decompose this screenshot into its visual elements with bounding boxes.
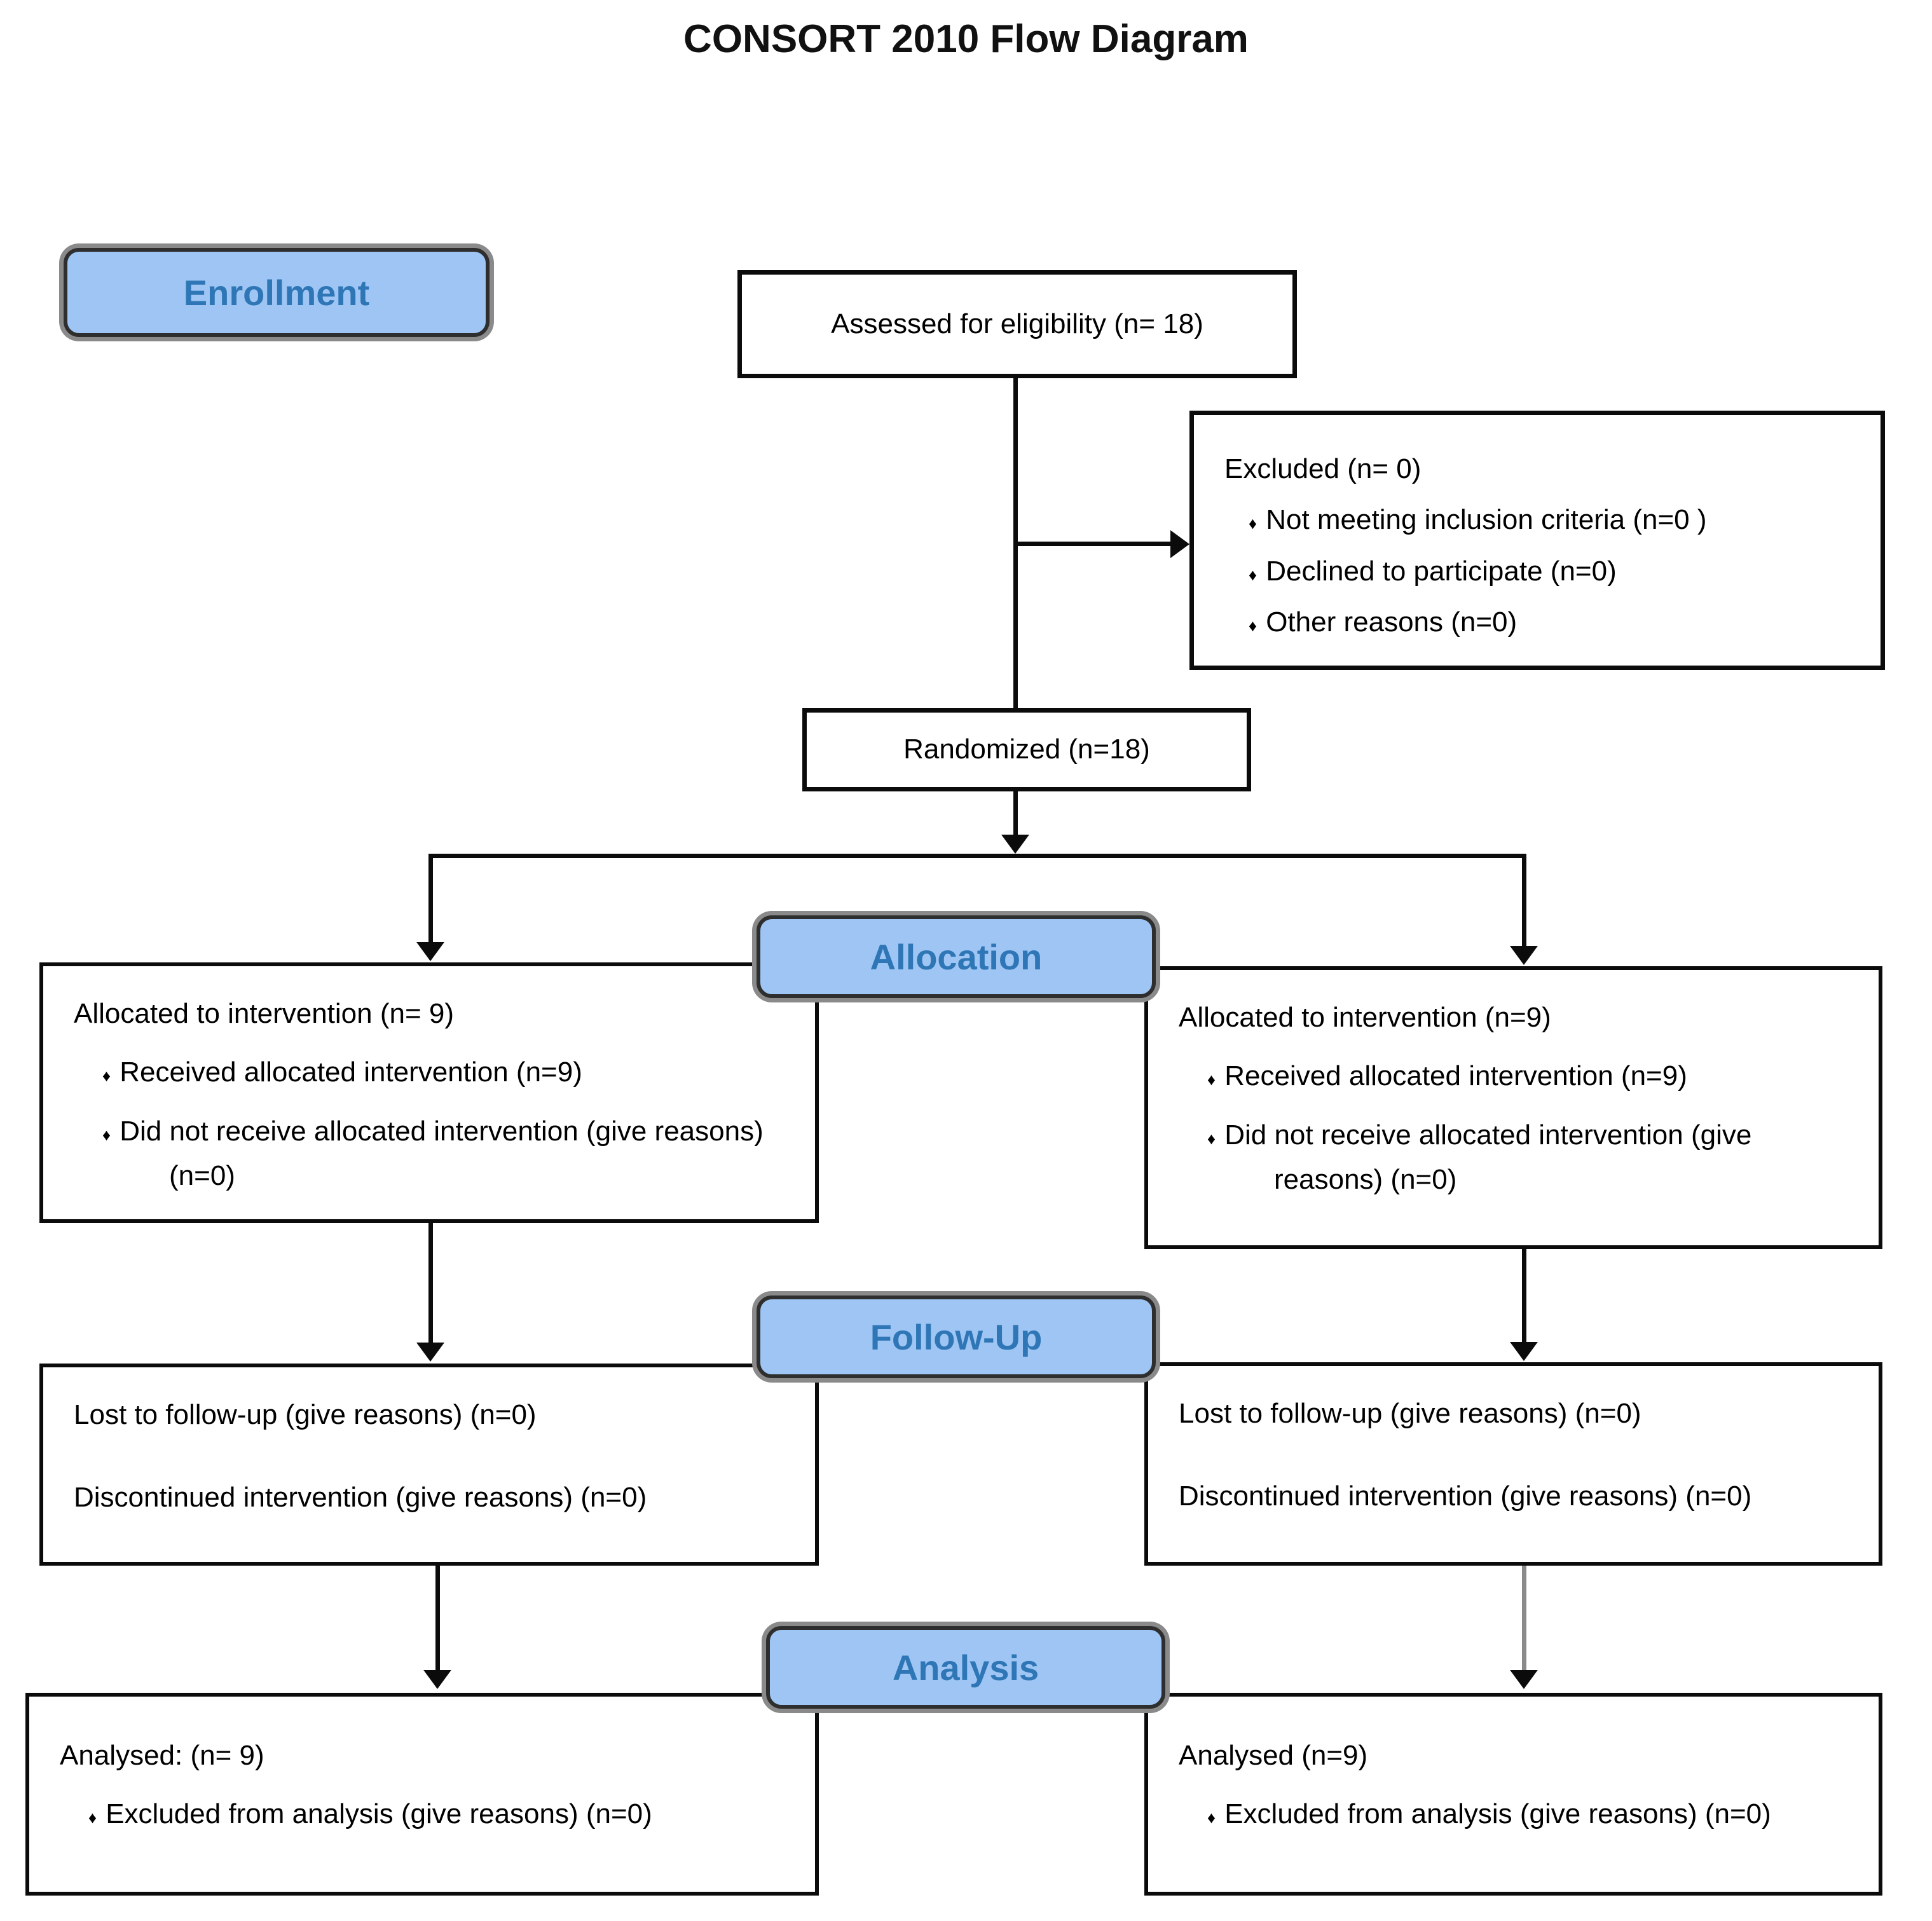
analysis-left-heading: Analysed: (n= 9) [60, 1740, 264, 1771]
stage-badge-analysis: Analysis [766, 1626, 1165, 1709]
assessed-box: Assessed for eligibility (n= 18) [737, 270, 1297, 378]
followup-left-box: Lost to follow-up (give reasons) (n=0) D… [39, 1364, 819, 1566]
stage-badge-enrollment-label: Enrollment [183, 272, 370, 313]
arrowhead-analysis-left [423, 1670, 451, 1689]
stage-badge-allocation: Allocation [757, 915, 1156, 998]
arrowhead-followup-left [416, 1343, 444, 1362]
analysis-right-box: Analysed (n=9) Excluded from analysis (g… [1144, 1693, 1882, 1896]
analysis-left-bullet: Excluded from analysis (give reasons) (n… [60, 1792, 791, 1836]
connector-branch-to-excluded [1015, 542, 1173, 546]
connector-followup-to-analysis-right [1522, 1566, 1526, 1671]
connector-split-to-alloc-left [428, 854, 433, 944]
allocation-left-heading: Allocated to intervention (n= 9) [74, 998, 455, 1029]
followup-right-line: Lost to follow-up (give reasons) (n=0) [1179, 1398, 1641, 1429]
connector-alloc-to-followup-right [1522, 1249, 1526, 1343]
stage-badge-enrollment: Enrollment [64, 248, 490, 337]
allocation-left-bullet: Did not receive allocated intervention (… [74, 1109, 791, 1199]
excluded-bullet-list: Not meeting inclusion criteria (n=0 ) De… [1224, 498, 1856, 645]
excluded-bullet: Declined to participate (n=0) [1224, 549, 1856, 594]
followup-right-line: Discontinued intervention (give reasons)… [1179, 1480, 1752, 1512]
analysis-right-bullet-list: Excluded from analysis (give reasons) (n… [1179, 1792, 1854, 1836]
excluded-bullet: Not meeting inclusion criteria (n=0 ) [1224, 498, 1856, 542]
arrowhead-alloc-left [416, 942, 444, 961]
arrowhead-alloc-right [1510, 946, 1538, 965]
arrowhead-excluded [1170, 530, 1189, 558]
assessed-text: Assessed for eligibility (n= 18) [831, 308, 1203, 339]
allocation-right-bullet-list: Received allocated intervention (n=9) Di… [1179, 1054, 1854, 1202]
connector-split-line [430, 854, 1526, 858]
stage-badge-followup: Follow-Up [757, 1295, 1156, 1378]
stage-badge-followup-label: Follow-Up [870, 1316, 1043, 1357]
connector-split-to-alloc-right [1522, 854, 1526, 947]
followup-left-line: Lost to follow-up (give reasons) (n=0) [74, 1399, 537, 1430]
allocation-right-bullet: Did not receive allocated intervention (… [1179, 1113, 1854, 1203]
page-title: CONSORT 2010 Flow Diagram [683, 17, 1249, 61]
analysis-right-heading: Analysed (n=9) [1179, 1740, 1368, 1771]
randomized-text: Randomized (n=18) [903, 734, 1150, 765]
analysis-left-box: Analysed: (n= 9) Excluded from analysis … [25, 1693, 819, 1896]
arrowhead-split [1001, 835, 1029, 854]
excluded-box: Excluded (n= 0) Not meeting inclusion cr… [1189, 411, 1885, 670]
allocation-right-box: Allocated to intervention (n=9) Received… [1144, 966, 1882, 1249]
randomized-box: Randomized (n=18) [802, 708, 1251, 791]
excluded-heading: Excluded (n= 0) [1224, 453, 1422, 484]
followup-right-box: Lost to follow-up (give reasons) (n=0) D… [1144, 1362, 1882, 1566]
connector-alloc-to-followup-left [428, 1223, 433, 1344]
connector-followup-to-analysis-left [435, 1566, 440, 1671]
allocation-left-bullet: Received allocated intervention (n=9) [74, 1050, 791, 1095]
allocation-left-box: Allocated to intervention (n= 9) Receive… [39, 962, 819, 1223]
connector-randomized-to-split [1013, 791, 1018, 837]
followup-left-line: Discontinued intervention (give reasons)… [74, 1482, 647, 1514]
stage-badge-analysis-label: Analysis [892, 1647, 1039, 1688]
allocation-right-heading: Allocated to intervention (n=9) [1179, 1002, 1551, 1033]
stage-badge-allocation-label: Allocation [870, 936, 1043, 977]
arrowhead-followup-right [1510, 1342, 1538, 1361]
excluded-bullet: Other reasons (n=0) [1224, 600, 1856, 645]
allocation-left-bullet-list: Received allocated intervention (n=9) Di… [74, 1050, 791, 1198]
arrowhead-analysis-right [1510, 1670, 1538, 1689]
analysis-right-bullet: Excluded from analysis (give reasons) (n… [1179, 1792, 1854, 1836]
allocation-right-bullet: Received allocated intervention (n=9) [1179, 1054, 1854, 1098]
analysis-left-bullet-list: Excluded from analysis (give reasons) (n… [60, 1792, 791, 1836]
